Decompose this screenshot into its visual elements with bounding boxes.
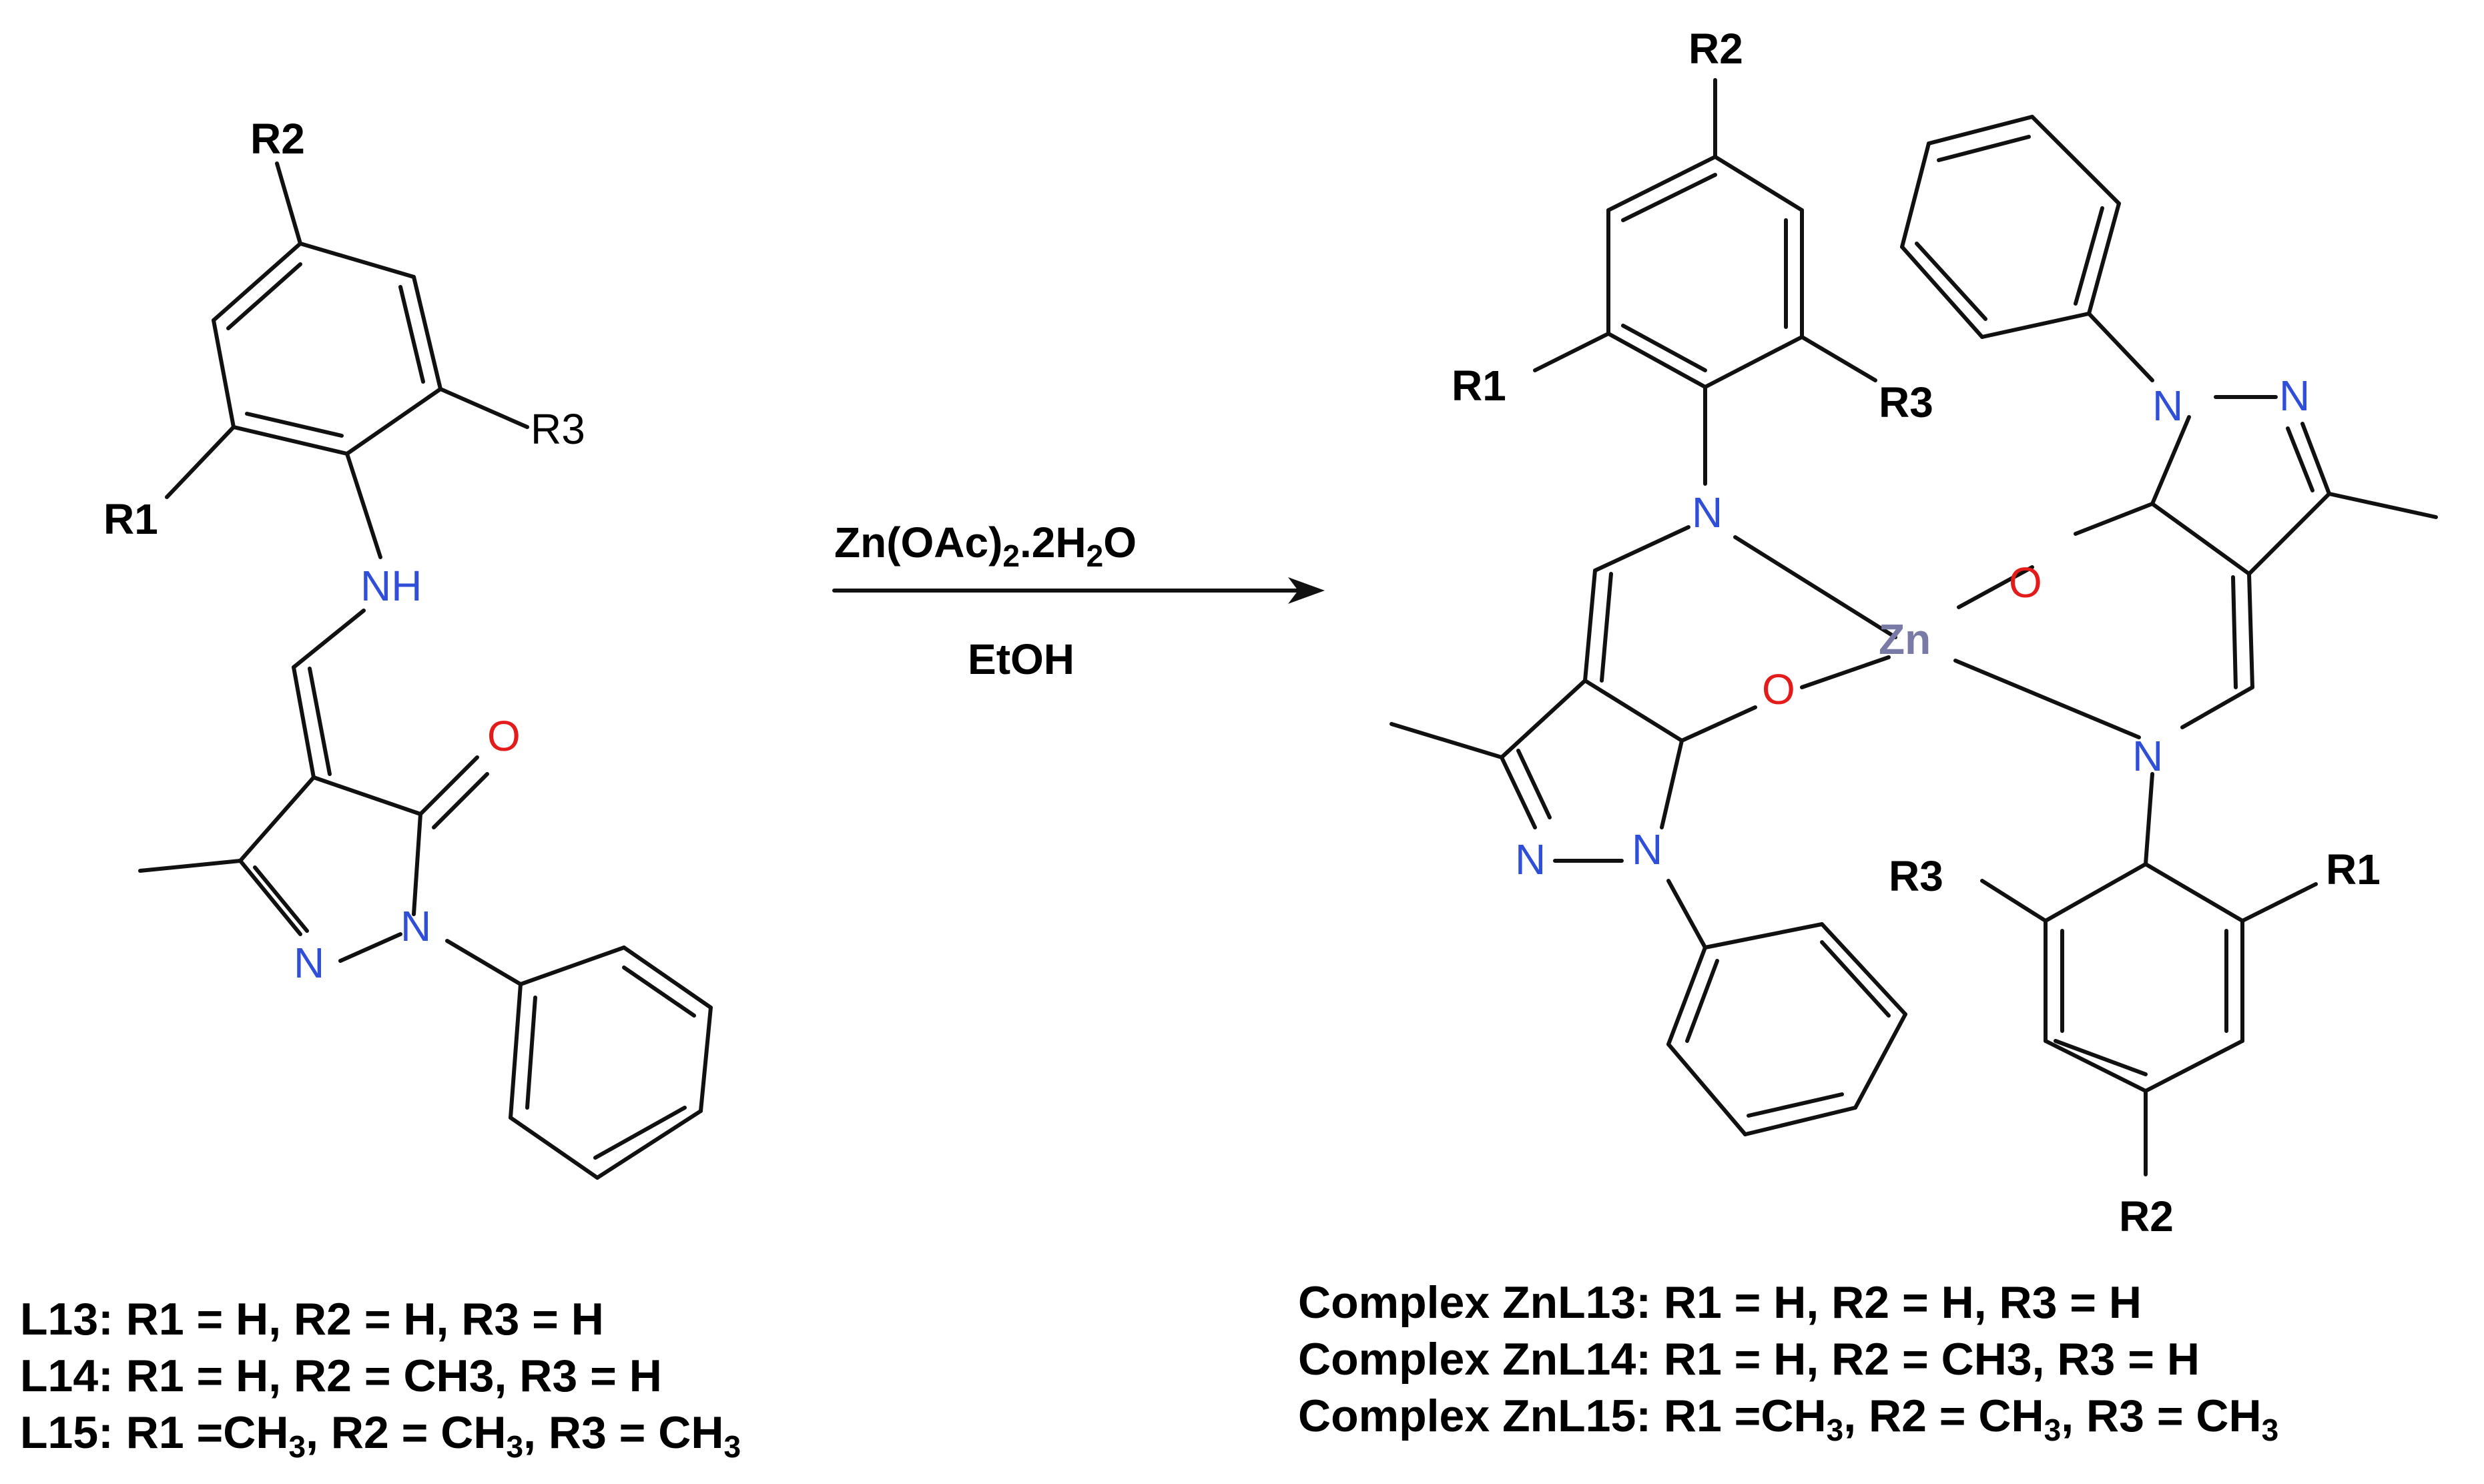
ligand-r2-label: R2 xyxy=(250,115,305,163)
caption-l15: L15: R1 =CH3, R2 = CH3, R3 = CH3 xyxy=(20,1407,741,1464)
complex-bottom-aryl-ring xyxy=(2044,862,2244,1093)
ligand-exocyclic-double xyxy=(292,665,316,779)
ligand-r2-bond xyxy=(275,161,302,246)
ligand-r1-bond xyxy=(165,425,236,499)
complex-right-o-label: O xyxy=(2009,559,2042,607)
complex-left-pyrazole-ring xyxy=(1500,679,1684,863)
ligand-n1-label: N xyxy=(400,902,431,950)
ligand-structure: R2 R3 R1 NH O N N xyxy=(103,115,713,1180)
ligand-nh-label: NH xyxy=(360,562,422,610)
complex-right-exo-double xyxy=(2247,572,2254,689)
ligand-r3-bond xyxy=(438,387,529,429)
complex-top-n-label: N xyxy=(1692,488,1723,536)
complex-top-r2-label: R2 xyxy=(1688,25,1743,73)
ligand-captions: L13: R1 = H, R2 = H, R3 = H L14: R1 = H,… xyxy=(20,1294,741,1464)
ligand-n-phenyl-bond xyxy=(445,939,523,986)
complex-right-pyrazole-ring xyxy=(2150,395,2331,576)
caption-l14: L14: R1 = H, R2 = CH3, R3 = H xyxy=(20,1351,662,1401)
complex-left-phenyl-ring xyxy=(1666,922,1907,1136)
ligand-r1-label: R1 xyxy=(103,495,158,543)
ligand-phenyl-ring xyxy=(509,946,713,1180)
reagent-label: Zn(OAc)2.2H2O xyxy=(834,518,1137,573)
ligand-r3-label: R3 xyxy=(531,405,585,453)
complex-left-exo-double xyxy=(1583,569,1597,683)
ligand-pyrazolone-ring xyxy=(238,775,422,963)
complex-top-r3-label: R3 xyxy=(1879,378,1933,426)
reaction-arrow: Zn(OAc)2.2H2O EtOH xyxy=(832,518,1325,683)
caption-znl15: Complex ZnL15: R1 =CH3, R2 = CH3, R3 = C… xyxy=(1298,1391,2278,1447)
complex-left-o-label: O xyxy=(1762,665,1795,713)
complex-left-pz-n2-label: N xyxy=(1515,835,1546,883)
ligand-n2-label: N xyxy=(294,939,324,987)
ligand-co-double xyxy=(418,755,479,816)
solvent-label: EtOH xyxy=(968,635,1074,683)
caption-l13: L13: R1 = H, R2 = H, R3 = H xyxy=(20,1294,604,1345)
ligand-o-label: O xyxy=(487,712,521,760)
complex-right-pz-n1-label: N xyxy=(2152,382,2183,430)
complex-captions: Complex ZnL13: R1 = H, R2 = H, R3 = H Co… xyxy=(1298,1277,2278,1447)
complex-bottom-r1-label: R1 xyxy=(2326,845,2381,893)
complex-top-aryl-ring xyxy=(1606,155,1804,389)
complex-bottom-r2-label: R2 xyxy=(2119,1192,2174,1240)
complex-right-phenyl-ring xyxy=(1900,115,2121,339)
ligand-methyl-bond xyxy=(138,859,242,873)
complex-right-pz-n2-label: N xyxy=(2279,372,2310,420)
ligand-nh-ch-bond xyxy=(292,609,366,669)
complex-top-r1-label: R1 xyxy=(1452,362,1506,410)
complex-left-pz-n1-label: N xyxy=(1632,825,1662,873)
arrow-head xyxy=(1288,577,1325,604)
complex-zn-label: Zn xyxy=(1879,615,1931,663)
ligand-aryl-ring xyxy=(212,242,442,456)
ligand-ring-nh-bond xyxy=(345,452,382,559)
caption-znl14: Complex ZnL14: R1 = H, R2 = CH3, R3 = H xyxy=(1298,1334,2200,1385)
complex-structure: R2 R1 R3 N O Zn O N N N N N R3 R1 R2 xyxy=(1389,25,2438,1240)
complex-bottom-r3-label: R3 xyxy=(1889,852,1943,900)
caption-znl13: Complex ZnL13: R1 = H, R2 = H, R3 = H xyxy=(1298,1277,2142,1328)
complex-bottom-n-label: N xyxy=(2132,732,2163,780)
